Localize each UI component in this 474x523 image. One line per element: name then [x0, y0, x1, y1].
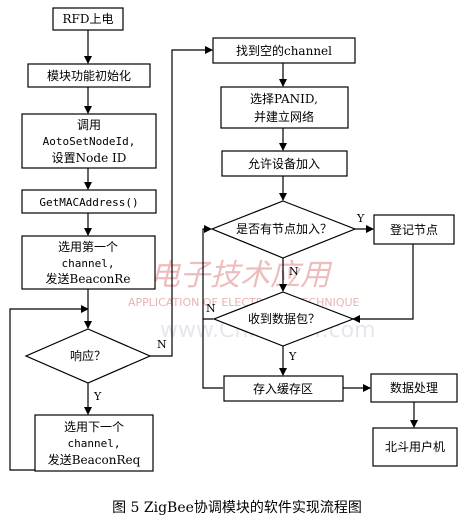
node-register: 登记节点 — [373, 214, 455, 245]
node-register-label: 登记节点 — [390, 222, 438, 237]
figure-caption: 图 5 ZigBee协调模块的软件实现流程图 — [112, 500, 362, 516]
label-packet-yes: Y — [288, 350, 297, 363]
connectors — [9, 30, 418, 471]
edge-packet-no — [202, 225, 213, 320]
node-found-label: 找到空的channel — [236, 43, 332, 58]
node-panid-line1: 选择PANID, — [250, 92, 318, 106]
node-call-line3: 设置Node ID — [52, 151, 127, 165]
node-packet-label: 收到数据包？ — [248, 311, 320, 326]
edge-labels: N Y Y N N Y — [93, 212, 365, 403]
label-joined-yes: Y — [356, 212, 365, 225]
node-rfd-power-label: RFD上电 — [63, 12, 114, 26]
node-process-label: 数据处理 — [390, 380, 438, 395]
node-next-line2: channel, — [68, 437, 121, 450]
node-next-line3: 发送BeaconReq — [48, 452, 141, 467]
node-call-line2: AotoSetNodeId, — [43, 135, 136, 148]
node-response-decision: 响应？ — [24, 328, 152, 384]
node-data-process: 数据处理 — [370, 373, 458, 403]
node-call-line1: 调用 — [77, 118, 101, 132]
node-allow-label: 允许设备加入 — [248, 156, 320, 171]
node-module-init: 模块功能初始化 — [27, 63, 151, 88]
node-allow-join: 允许设备加入 — [221, 150, 348, 177]
node-store-cache: 存入缓存区 — [223, 375, 344, 402]
node-call-setnodeid: 调用 AotoSetNodeId, 设置Node ID — [21, 113, 157, 169]
node-getmac-label: GetMACAddress() — [39, 196, 138, 209]
node-select-panid: 选择PANID, 并建立网络 — [220, 86, 349, 129]
node-found-channel: 找到空的channel — [212, 37, 356, 64]
node-beidou-label: 北斗用户机 — [385, 439, 445, 454]
node-panid-line2: 并建立网络 — [254, 109, 314, 124]
watermark-cn: 电子技术应用 — [150, 258, 333, 293]
node-module-init-label: 模块功能初始化 — [47, 69, 131, 83]
label-packet-no: N — [206, 302, 216, 315]
node-beidou-user: 北斗用户机 — [372, 427, 458, 467]
edge-store-loopback — [202, 319, 223, 389]
node-first-line3: 发送BeaconRe — [46, 271, 131, 286]
node-first-line2: channel, — [62, 257, 115, 270]
node-next-channel: 选用下一个 channel, 发送BeaconReq — [34, 414, 154, 472]
node-getmac: GetMACAddress() — [21, 189, 157, 214]
node-response-label: 响应？ — [70, 348, 106, 363]
node-joined-label: 是否有节点加入？ — [236, 222, 332, 236]
node-first-channel: 选用第一个 channel, 发送BeaconRe — [21, 235, 156, 290]
edge-register-to-packet — [352, 244, 414, 323]
edge-next-loopback — [9, 305, 89, 471]
edge-response-no — [150, 46, 213, 357]
node-store-label: 存入缓存区 — [253, 382, 313, 396]
label-response-yes: Y — [93, 390, 102, 403]
node-joined-decision: 是否有节点加入？ — [210, 200, 357, 259]
node-packet-decision: 收到数据包？ — [212, 291, 355, 347]
node-rfd-power: RFD上电 — [52, 7, 124, 31]
node-next-line1: 选用下一个 — [64, 420, 124, 434]
label-joined-no: N — [289, 265, 299, 278]
node-first-line1: 选用第一个 — [58, 240, 118, 254]
label-response-no: N — [157, 338, 167, 351]
